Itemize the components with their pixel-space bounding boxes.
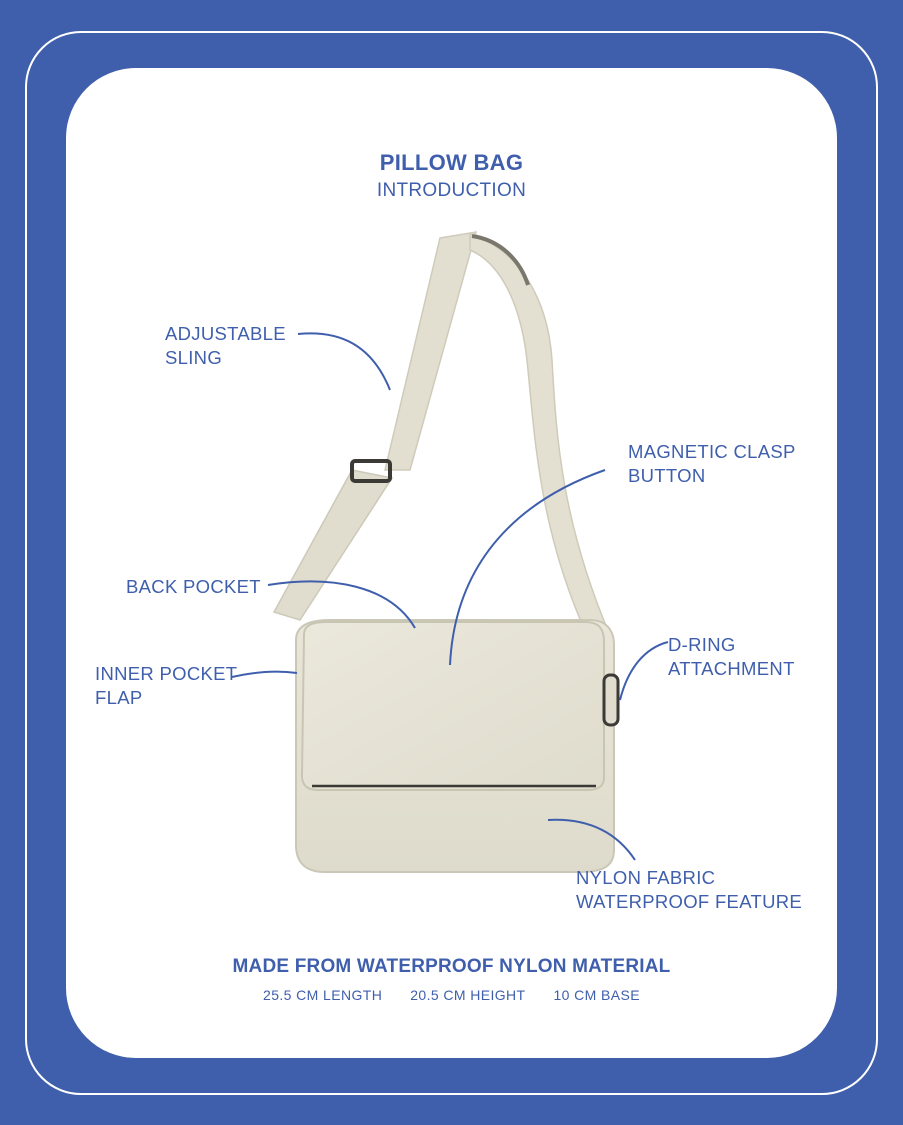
- strap-buckle: [350, 459, 392, 483]
- label-d-ring: D-RING ATTACHMENT: [668, 634, 795, 679]
- dimension-length: 25.5 CM LENGTH: [263, 987, 383, 1003]
- leader-magnetic: [449, 469, 606, 666]
- page-subtitle: INTRODUCTION: [376, 180, 527, 201]
- leader-inner-pocket: [231, 670, 298, 678]
- label-magnetic-clasp: MAGNETIC CLASP BUTTON: [628, 441, 796, 486]
- leader-sling: [297, 332, 391, 391]
- label-back-pocket: BACK POCKET: [126, 576, 261, 597]
- footer-headline: MADE FROM WATERPROOF NYLON MATERIAL: [232, 956, 671, 977]
- label-adjustable-sling: ADJUSTABLE SLING: [165, 323, 286, 368]
- leader-back-pocket: [267, 580, 416, 629]
- page-title: PILLOW BAG: [379, 150, 524, 175]
- label-inner-pocket-flap: INNER POCKET FLAP: [95, 663, 238, 708]
- bag-flap: [300, 621, 605, 791]
- d-ring: [602, 673, 620, 727]
- leader-nylon: [547, 818, 636, 861]
- dimension-height: 20.5 CM HEIGHT: [410, 987, 526, 1003]
- label-nylon-fabric: NYLON FABRIC WATERPROOF FEATURE: [576, 867, 803, 912]
- strap-left: [384, 231, 478, 471]
- dimension-base: 10 CM BASE: [553, 987, 640, 1003]
- strap-right: [469, 232, 613, 652]
- strap-left-lower: [272, 469, 394, 621]
- outer-frame: [25, 31, 878, 1095]
- leader-d-ring: [619, 641, 669, 701]
- content-card: [66, 68, 837, 1058]
- dimensions-row: 25.5 CM LENGTH 20.5 CM HEIGHT 10 CM BASE: [0, 987, 903, 1003]
